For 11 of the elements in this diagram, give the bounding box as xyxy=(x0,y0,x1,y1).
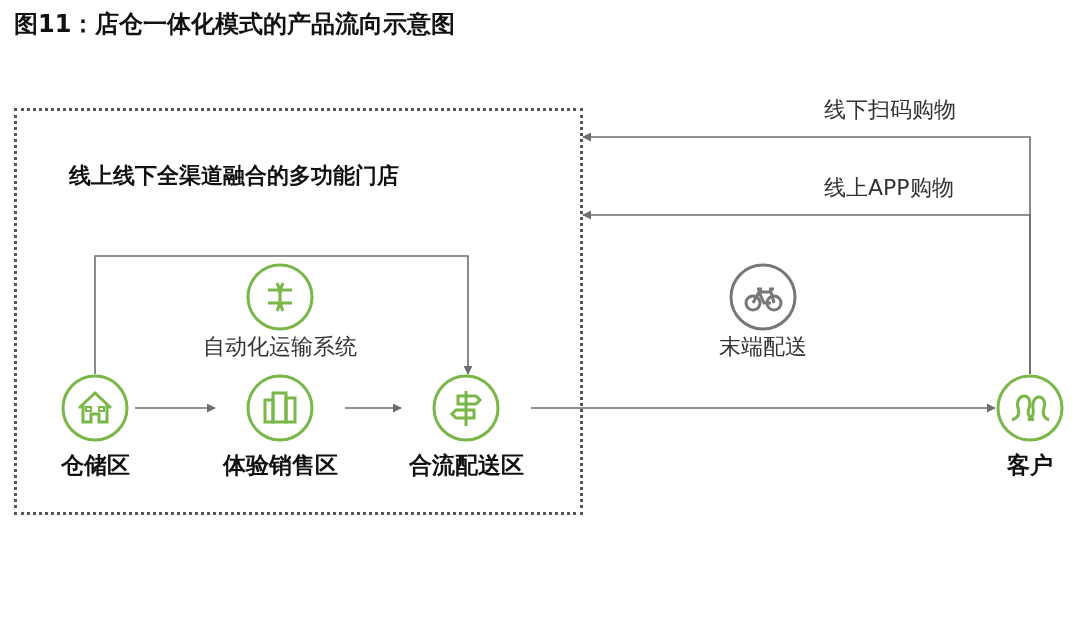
node-label: 仓储区 xyxy=(59,451,131,480)
frame-heading: 线上线下全渠道融合的多功能门店 xyxy=(69,162,399,190)
node-label: 体验销售区 xyxy=(221,451,339,480)
title: 图11：店仓一体化模式的产品流向示意图 xyxy=(14,9,456,40)
node-label: 合流配送区 xyxy=(407,451,525,480)
arrow xyxy=(344,403,402,413)
arrow xyxy=(582,210,1031,375)
arrow xyxy=(134,403,216,413)
arrow xyxy=(530,403,996,413)
arrow xyxy=(94,255,473,375)
node-label: 客户 xyxy=(1006,451,1054,480)
